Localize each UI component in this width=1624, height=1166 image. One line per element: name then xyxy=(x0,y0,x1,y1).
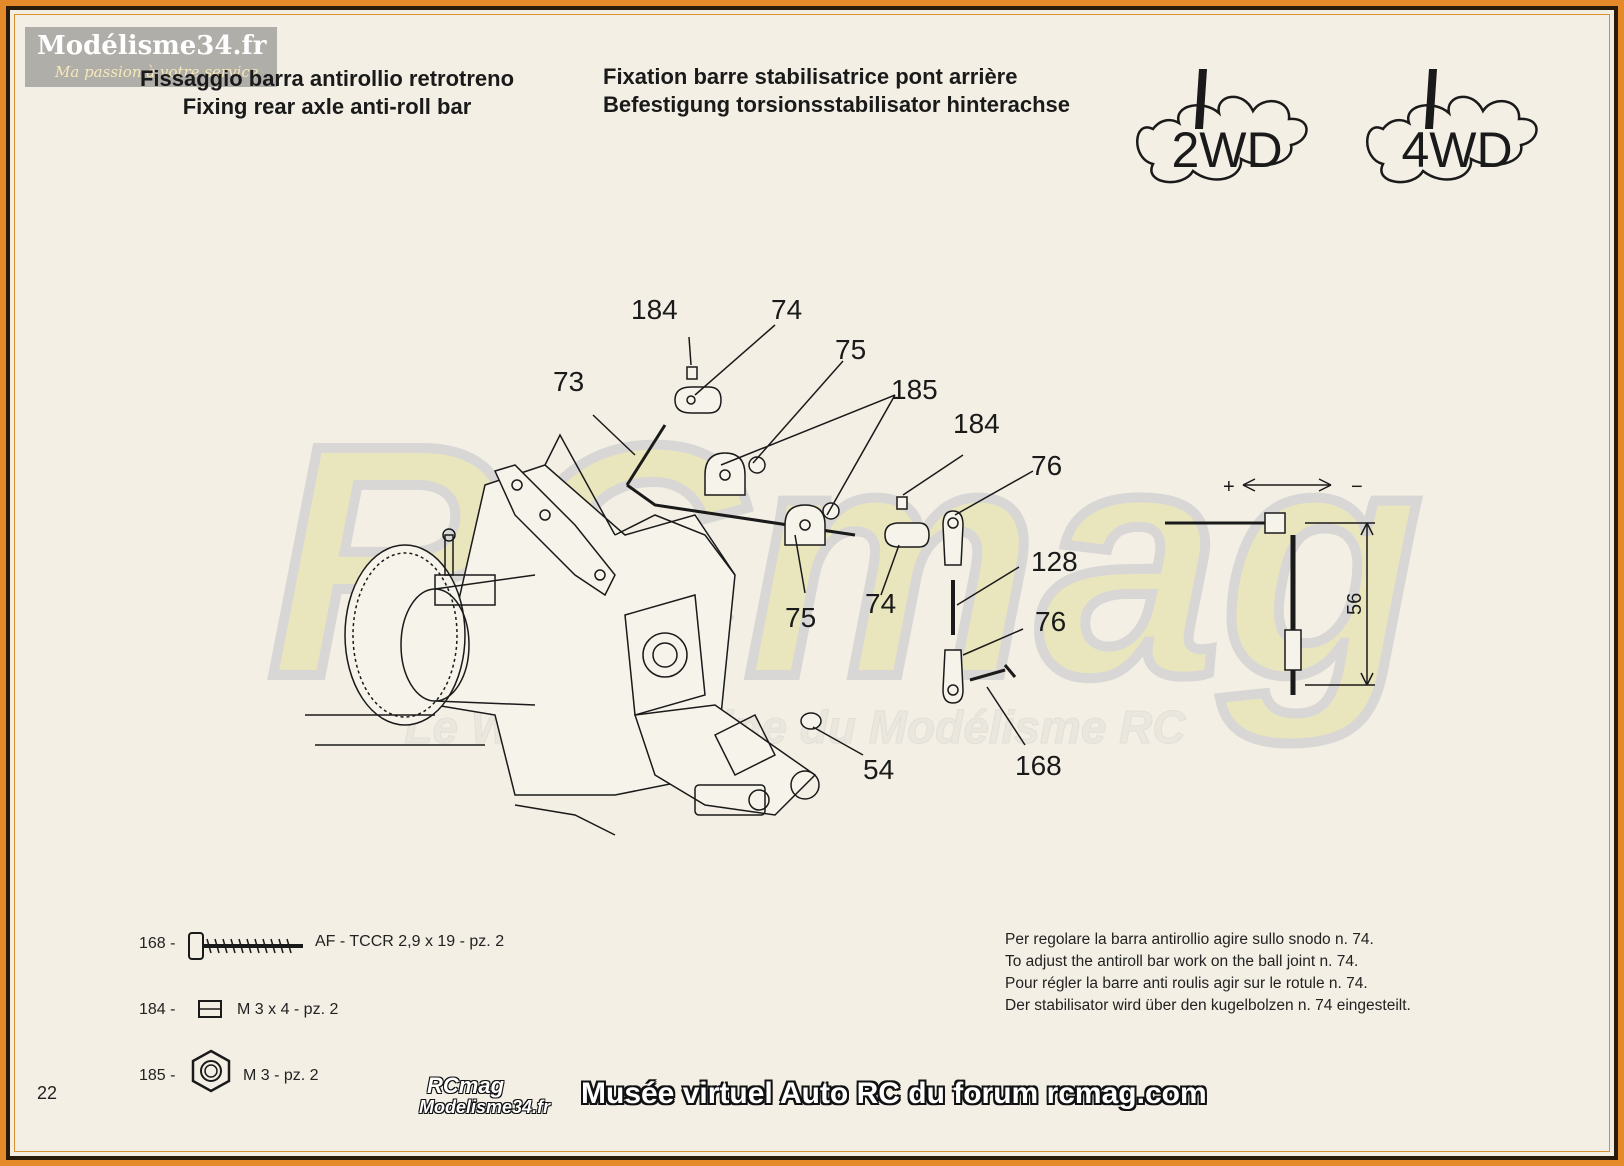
legend-code-184: 184 - xyxy=(139,1001,176,1018)
ball-joint-74-lower xyxy=(884,522,930,548)
note-german: Der stabilisator wird über den kugelbolz… xyxy=(1005,997,1411,1014)
title-italian: Fissaggio barra antirollio retrotreno xyxy=(139,66,515,91)
callout-54: 54 xyxy=(863,754,894,785)
footer-logo: RCmag Modelisme34.fr xyxy=(419,1073,569,1123)
nut-185-icon xyxy=(191,1049,231,1093)
gear-post xyxy=(434,574,496,606)
exploded-diagram: + − 56 184 74 75 73 185 184 76 128 76 75… xyxy=(305,294,1375,836)
callout-168: 168 xyxy=(1015,750,1062,781)
callout-74-bottom: 74 xyxy=(865,588,896,619)
callout-184-top: 184 xyxy=(631,294,678,325)
suspension-arm xyxy=(633,704,817,816)
legend-desc-168-row: AF - TCCR 2,9 x 19 - pz. 2 xyxy=(315,933,504,951)
title-fr-de: Fixation barre stabilisatrice pont arriè… xyxy=(603,63,1123,119)
screw-168 xyxy=(969,664,1017,682)
callout-74-top: 74 xyxy=(771,294,802,325)
ball-joint-74-upper xyxy=(674,386,722,414)
corner-logo-site: Modélisme34.fr xyxy=(37,31,267,61)
footer-logo-modelisme: Modelisme34.fr xyxy=(419,1097,551,1117)
callout-73: 73 xyxy=(553,366,584,397)
badge-4wd: 4WD xyxy=(1366,69,1538,184)
rcmag-watermark: RCmag Le Web Magazine du Modélisme RC xyxy=(262,425,1427,754)
title-german: Befestigung torsionsstabilisator hintera… xyxy=(603,92,1070,117)
grub-screw-184-icon xyxy=(198,1000,222,1018)
legend-row-168: 168 - xyxy=(139,935,175,953)
badge-2wd-label: 2WD xyxy=(1171,122,1282,178)
callout-184-mid: 184 xyxy=(953,408,1000,439)
corner-logo-tagline: Ma passion à votre service xyxy=(55,63,259,81)
washer-54 xyxy=(800,712,822,730)
legend-code-168: 168 - xyxy=(139,935,176,952)
footer-logo-rcmag: RCmag xyxy=(427,1073,505,1098)
badge-2wd: 2WD xyxy=(1136,69,1308,184)
legend-desc-185: M 3 - pz. 2 xyxy=(243,1067,319,1084)
detail-dimension-56: 56 xyxy=(1344,593,1366,615)
note-english: To adjust the antiroll bar work on the b… xyxy=(1005,953,1359,970)
callout-75-top: 75 xyxy=(835,334,866,365)
callout-185: 185 xyxy=(891,374,938,405)
nut-185-a xyxy=(748,456,766,474)
legend-desc-184-row: M 3 x 4 - pz. 2 xyxy=(237,1001,338,1019)
adjustment-note: Per regolare la barra antirollio agire s… xyxy=(1005,929,1411,1017)
bushing-75-upper xyxy=(704,452,746,496)
legend-code-185: 185 - xyxy=(139,1067,176,1084)
title-english: Fixing rear axle anti-roll bar xyxy=(182,94,472,119)
corner-logo: Modélisme34.fr Ma passion à votre servic… xyxy=(25,27,277,87)
callout-128: 128 xyxy=(1031,546,1078,577)
callout-75-bottom: 75 xyxy=(785,602,816,633)
bearing-seat xyxy=(642,632,688,678)
rod-end-76-top xyxy=(942,510,964,566)
legend-desc-185-row: M 3 - pz. 2 xyxy=(243,1067,319,1085)
grub-screw-184-b xyxy=(896,496,908,510)
nut-185-b xyxy=(822,502,840,520)
page-number: 22 xyxy=(37,1083,58,1103)
badge-4wd-label: 4WD xyxy=(1401,122,1512,178)
title-french: Fixation barre stabilisatrice pont arriè… xyxy=(603,64,1018,89)
callout-76-top: 76 xyxy=(1031,450,1062,481)
bushing-75-lower xyxy=(784,504,826,546)
note-french: Pour régler la barre anti roulis agir su… xyxy=(1005,975,1368,992)
document-page: RCmag Le Web Magazine du Modélisme RC Mo… xyxy=(6,6,1618,1160)
detail-minus: − xyxy=(1351,476,1363,498)
screw-168-icon xyxy=(188,932,303,960)
footer-caption: Musée virtuel Auto RC du forum rcmag.com xyxy=(581,1077,1207,1110)
title-it-en: Fissaggio barra antirollio retrotreno Fi… xyxy=(107,65,547,121)
legend-desc-168: AF - TCCR 2,9 x 19 - pz. 2 xyxy=(315,933,505,950)
callout-76-bottom: 76 xyxy=(1035,606,1066,637)
legend-desc-184: M 3 x 4 - pz. 2 xyxy=(237,1001,339,1018)
note-italian: Per regolare la barra antirollio agire s… xyxy=(1005,931,1374,948)
mount-plate xyxy=(493,464,616,597)
page-inner: RCmag Le Web Magazine du Modélisme RC Mo… xyxy=(14,14,1610,1152)
grub-screw-184-a xyxy=(686,366,698,380)
detail-plus: + xyxy=(1223,476,1235,498)
legend-row-185: 185 - xyxy=(139,1067,175,1085)
legend-row-184: 184 - xyxy=(139,1001,175,1019)
